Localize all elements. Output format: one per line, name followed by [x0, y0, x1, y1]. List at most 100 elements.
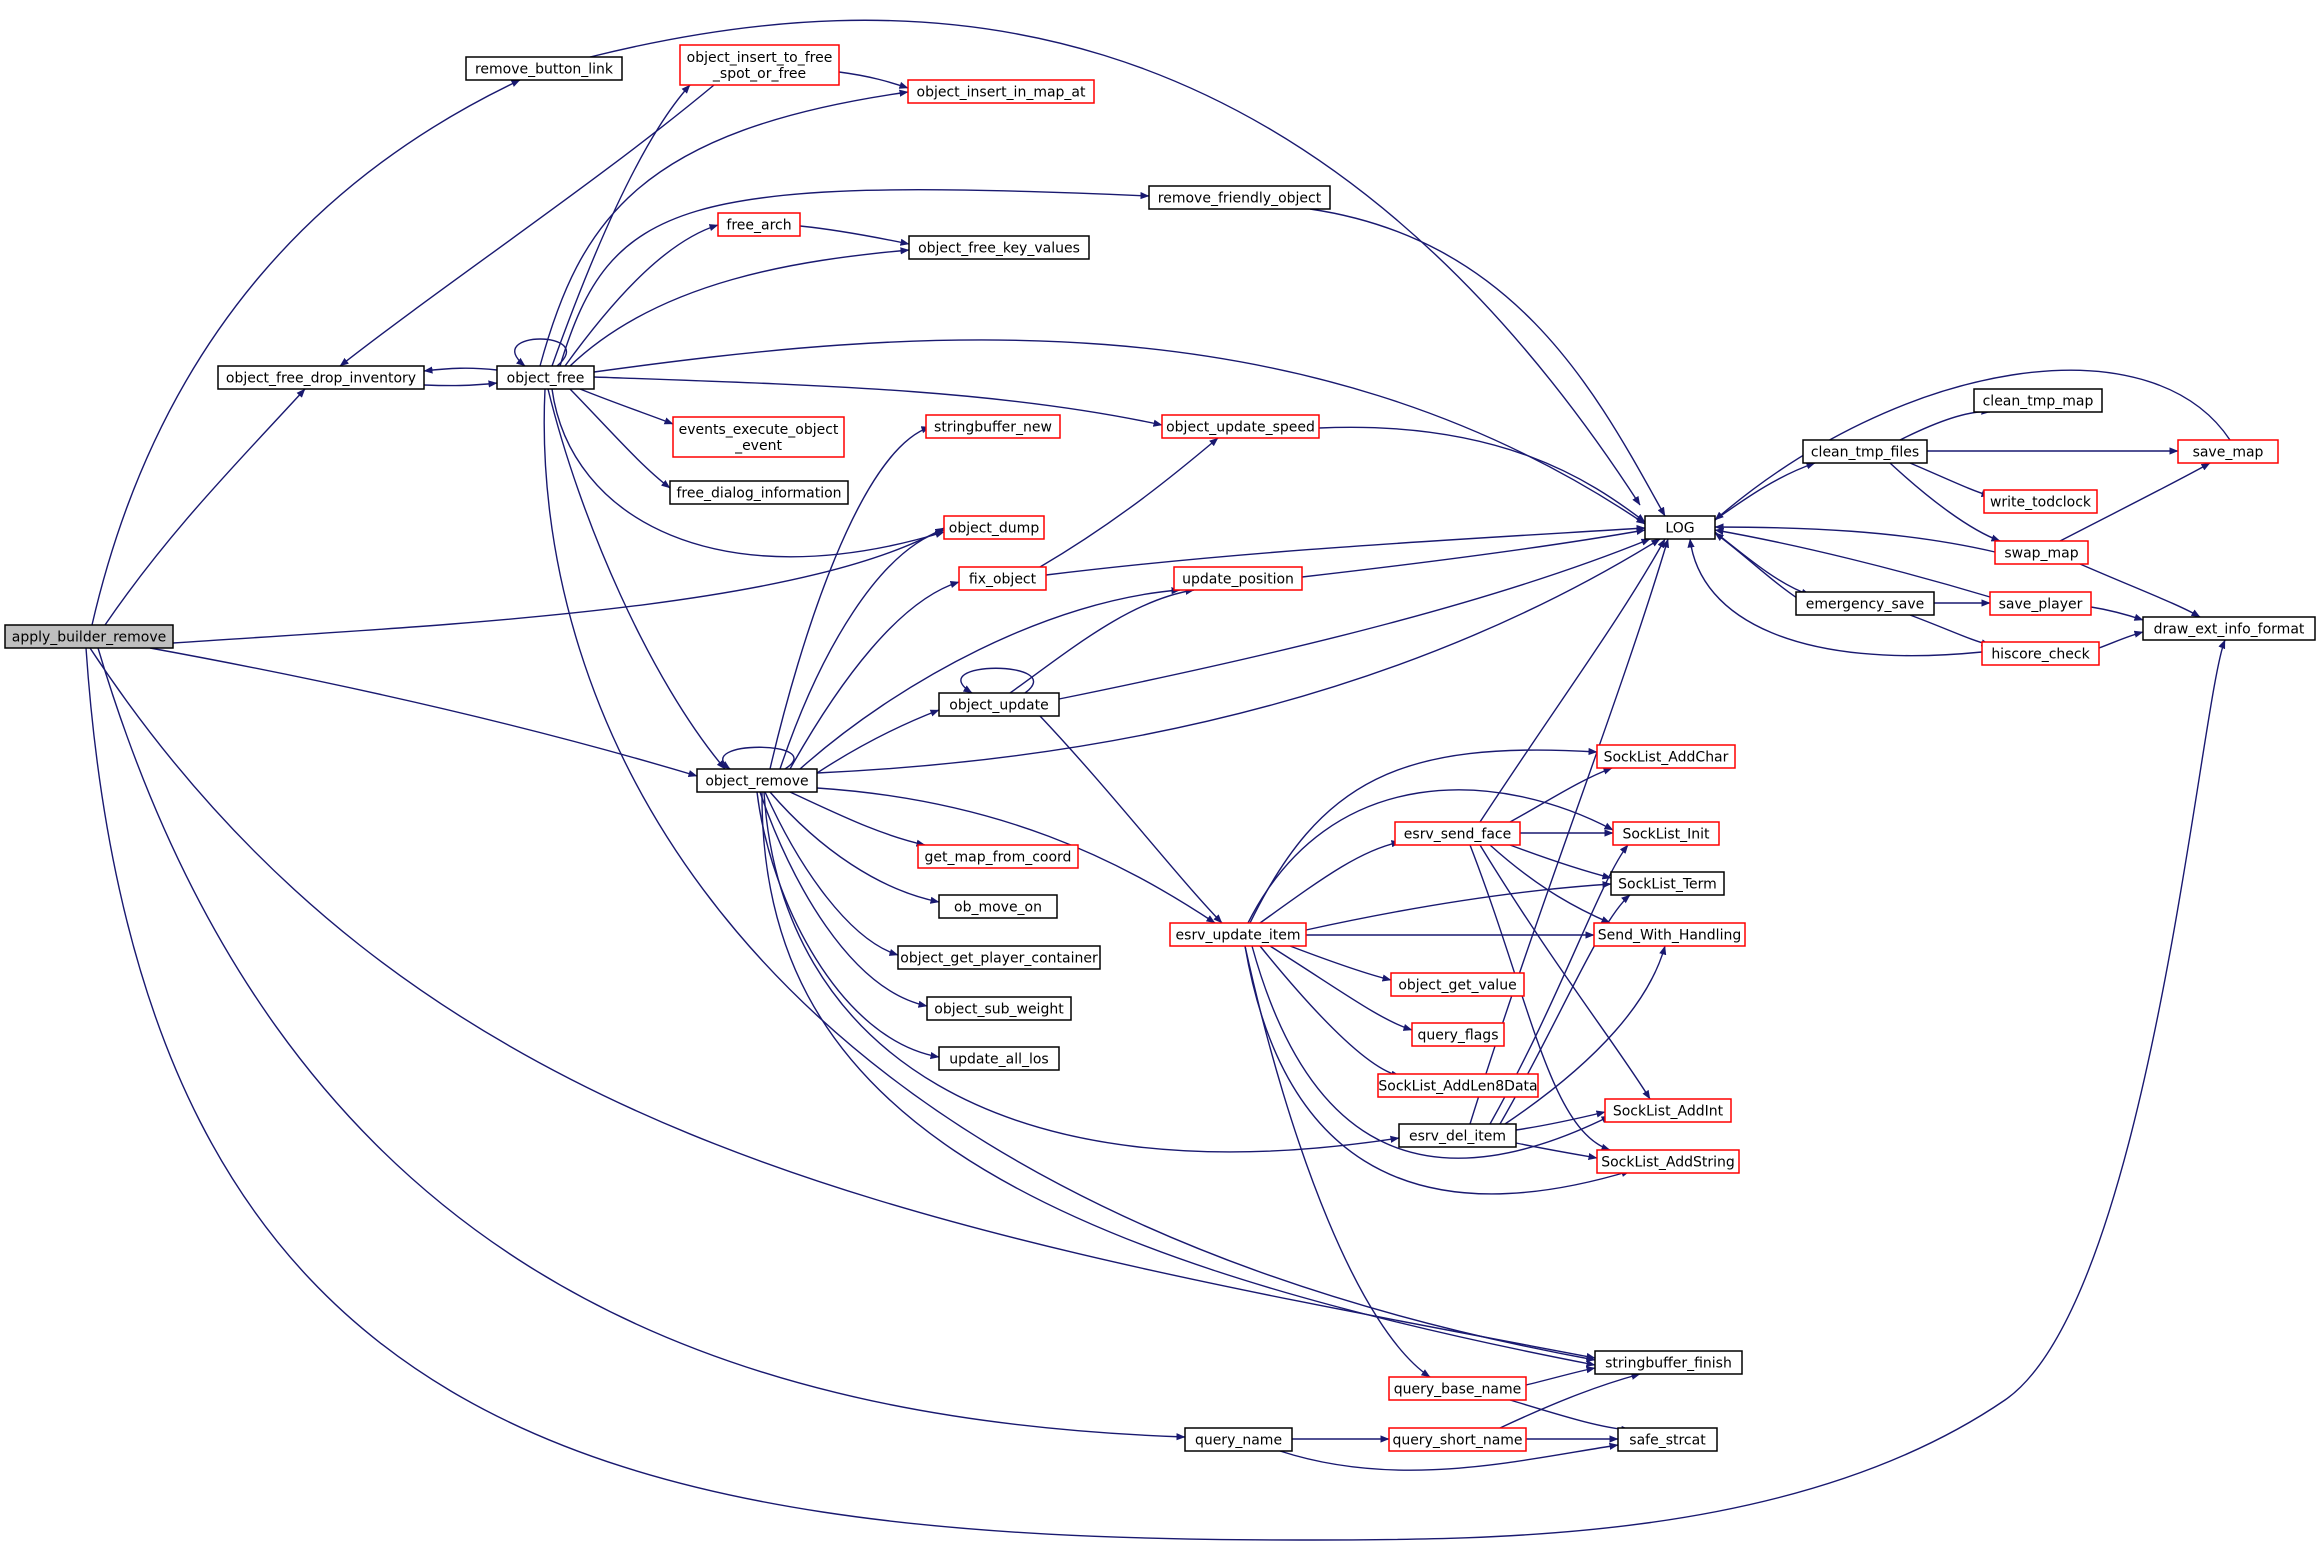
node-object_get_player_container[interactable]: object_get_player_container — [897, 945, 1101, 970]
node-SockList_AddString[interactable]: SockList_AddString — [1596, 1149, 1740, 1174]
node-object_free_drop_inventory[interactable]: object_free_drop_inventory — [217, 365, 425, 390]
node-clean_tmp_map[interactable]: clean_tmp_map — [1973, 388, 2103, 413]
node-box[interactable] — [717, 212, 801, 237]
node-free_dialog_information[interactable]: free_dialog_information — [669, 480, 849, 505]
node-emergency_save[interactable]: emergency_save — [1795, 591, 1935, 616]
node-SockList_Init[interactable]: SockList_Init — [1612, 821, 1720, 846]
node-object_free_key_values[interactable]: object_free_key_values — [908, 235, 1090, 260]
node-object_update_speed[interactable]: object_update_speed — [1161, 414, 1320, 439]
node-query_name[interactable]: query_name — [1184, 1427, 1293, 1452]
node-box[interactable] — [938, 692, 1060, 717]
node-free_arch[interactable]: free_arch — [717, 212, 801, 237]
node-esrv_update_item[interactable]: esrv_update_item — [1169, 922, 1307, 947]
node-object_sub_weight[interactable]: object_sub_weight — [926, 996, 1072, 1021]
node-box[interactable] — [1983, 489, 2098, 514]
node-write_todclock[interactable]: write_todclock — [1983, 489, 2098, 514]
node-get_map_from_coord[interactable]: get_map_from_coord — [917, 844, 1079, 869]
node-remove_friendly_object[interactable]: remove_friendly_object — [1148, 185, 1331, 210]
node-query_base_name[interactable]: query_base_name — [1388, 1376, 1527, 1401]
node-stringbuffer_new[interactable]: stringbuffer_new — [925, 414, 1061, 439]
node-esrv_send_face[interactable]: esrv_send_face — [1394, 821, 1521, 846]
node-box[interactable] — [1184, 1427, 1293, 1452]
node-query_flags[interactable]: query_flags — [1411, 1022, 1505, 1047]
node-object_dump[interactable]: object_dump — [943, 515, 1045, 540]
node-box[interactable] — [938, 1046, 1060, 1071]
node-box[interactable] — [917, 844, 1079, 869]
node-box[interactable] — [1596, 744, 1736, 769]
node-box[interactable] — [465, 56, 623, 81]
node-box[interactable] — [1593, 922, 1746, 947]
node-box[interactable] — [1612, 821, 1720, 846]
node-box[interactable] — [2177, 439, 2279, 464]
node-box[interactable] — [1377, 1073, 1539, 1098]
node-safe_strcat[interactable]: safe_strcat — [1617, 1427, 1718, 1452]
node-hiscore_check[interactable]: hiscore_check — [1981, 641, 2100, 666]
node-box[interactable] — [926, 996, 1072, 1021]
node-box[interactable] — [1981, 641, 2100, 666]
node-box[interactable] — [679, 44, 840, 86]
node-update_all_los[interactable]: update_all_los — [938, 1046, 1060, 1071]
node-box[interactable] — [1596, 1149, 1740, 1174]
node-SockList_AddInt[interactable]: SockList_AddInt — [1604, 1098, 1732, 1123]
node-box[interactable] — [672, 416, 845, 458]
node-box[interactable] — [1398, 1123, 1517, 1148]
node-box[interactable] — [1388, 1376, 1527, 1401]
node-esrv_del_item[interactable]: esrv_del_item — [1398, 1123, 1517, 1148]
node-box[interactable] — [696, 768, 818, 793]
node-box[interactable] — [907, 79, 1095, 104]
node-Send_With_Handling[interactable]: Send_With_Handling — [1593, 922, 1746, 947]
node-box[interactable] — [1994, 540, 2089, 565]
node-remove_button_link[interactable]: remove_button_link — [465, 56, 623, 81]
node-object_remove[interactable]: object_remove — [696, 768, 818, 793]
node-query_short_name[interactable]: query_short_name — [1388, 1427, 1527, 1452]
node-fix_object[interactable]: fix_object — [958, 566, 1047, 591]
node-object_update[interactable]: object_update — [938, 692, 1060, 717]
node-swap_map[interactable]: swap_map — [1994, 540, 2089, 565]
node-box[interactable] — [496, 365, 595, 390]
node-box[interactable] — [908, 235, 1090, 260]
node-SockList_Term[interactable]: SockList_Term — [1610, 871, 1725, 896]
node-apply_builder_remove[interactable]: apply_builder_remove — [4, 624, 174, 649]
node-box[interactable] — [1644, 515, 1716, 540]
node-box[interactable] — [1148, 185, 1331, 210]
node-box[interactable] — [217, 365, 425, 390]
node-box[interactable] — [897, 945, 1101, 970]
node-box[interactable] — [1394, 821, 1521, 846]
node-update_position[interactable]: update_position — [1173, 566, 1303, 591]
node-save_player[interactable]: save_player — [1989, 591, 2092, 616]
node-events_execute_object_event[interactable]: events_execute_object_event — [672, 416, 845, 458]
node-stringbuffer_finish[interactable]: stringbuffer_finish — [1594, 1350, 1743, 1375]
node-box[interactable] — [925, 414, 1061, 439]
node-object_insert_in_map_at[interactable]: object_insert_in_map_at — [907, 79, 1095, 104]
node-object_insert_to_free_spot_or_free[interactable]: object_insert_to_free_spot_or_free — [679, 44, 840, 86]
node-save_map[interactable]: save_map — [2177, 439, 2279, 464]
node-box[interactable] — [1610, 871, 1725, 896]
node-box[interactable] — [1388, 1427, 1527, 1452]
node-box[interactable] — [1169, 922, 1307, 947]
node-box[interactable] — [4, 624, 174, 649]
node-box[interactable] — [943, 515, 1045, 540]
node-box[interactable] — [2142, 616, 2316, 641]
node-object_get_value[interactable]: object_get_value — [1390, 972, 1525, 997]
node-box[interactable] — [669, 480, 849, 505]
node-box[interactable] — [1161, 414, 1320, 439]
node-box[interactable] — [1173, 566, 1303, 591]
node-box[interactable] — [1802, 439, 1928, 464]
node-clean_tmp_files[interactable]: clean_tmp_files — [1802, 439, 1928, 464]
node-box[interactable] — [1390, 972, 1525, 997]
node-box[interactable] — [958, 566, 1047, 591]
node-box[interactable] — [1989, 591, 2092, 616]
node-box[interactable] — [1604, 1098, 1732, 1123]
node-LOG[interactable]: LOG — [1644, 515, 1716, 540]
node-draw_ext_info_format[interactable]: draw_ext_info_format — [2142, 616, 2316, 641]
node-box[interactable] — [1795, 591, 1935, 616]
node-object_free[interactable]: object_free — [496, 365, 595, 390]
node-box[interactable] — [938, 894, 1058, 919]
node-box[interactable] — [1973, 388, 2103, 413]
node-ob_move_on[interactable]: ob_move_on — [938, 894, 1058, 919]
node-box[interactable] — [1617, 1427, 1718, 1452]
node-SockList_AddLen8Data[interactable]: SockList_AddLen8Data — [1377, 1073, 1539, 1098]
node-SockList_AddChar[interactable]: SockList_AddChar — [1596, 744, 1736, 769]
node-box[interactable] — [1594, 1350, 1743, 1375]
node-box[interactable] — [1411, 1022, 1505, 1047]
